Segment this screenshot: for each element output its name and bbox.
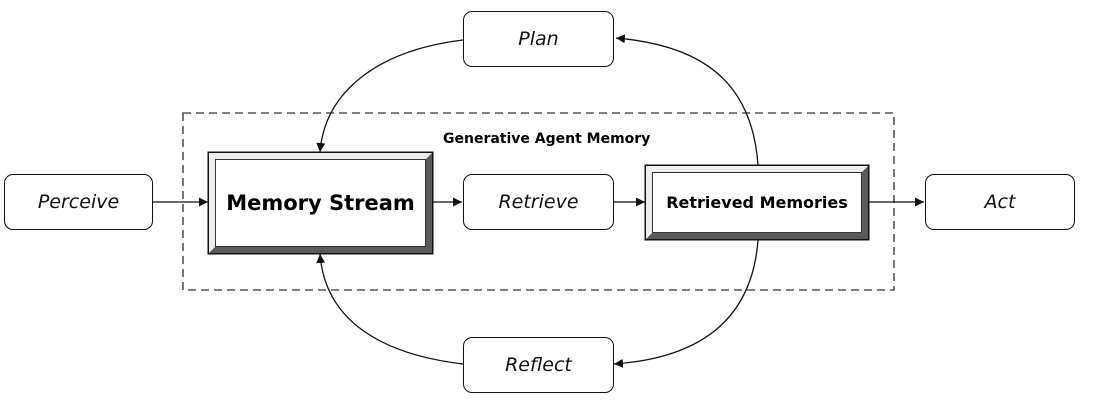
perceive-node: Perceive xyxy=(4,174,153,230)
memory-stream-label: Memory Stream xyxy=(226,191,415,215)
reflect-node: Reflect xyxy=(463,337,614,393)
arrow-plan-to-memory-stream xyxy=(316,39,464,153)
reflect-label: Reflect xyxy=(505,354,572,376)
retrieved-memories-inner-border xyxy=(652,172,862,233)
retrieved-memories-node: Retrieved Memories xyxy=(646,166,868,239)
act-node: Act xyxy=(925,174,1075,230)
memory-stream-inner-border xyxy=(215,159,426,247)
act-label: Act xyxy=(984,191,1016,213)
arrow-reflect-to-memory-stream xyxy=(316,253,464,365)
plan-label: Plan xyxy=(518,28,559,50)
arrow-retrieved-memories-to-reflect xyxy=(613,239,759,368)
perceive-label: Perceive xyxy=(37,191,120,213)
arrow-retrieved-memories-to-plan xyxy=(615,34,759,166)
memory-stream-node: Memory Stream xyxy=(209,153,432,253)
group-label: Generative Agent Memory xyxy=(443,131,651,147)
plan-node: Plan xyxy=(463,11,614,67)
retrieve-node: Retrieve xyxy=(463,174,614,230)
retrieve-label: Retrieve xyxy=(498,191,579,213)
retrieved-memories-label: Retrieved Memories xyxy=(666,193,848,212)
